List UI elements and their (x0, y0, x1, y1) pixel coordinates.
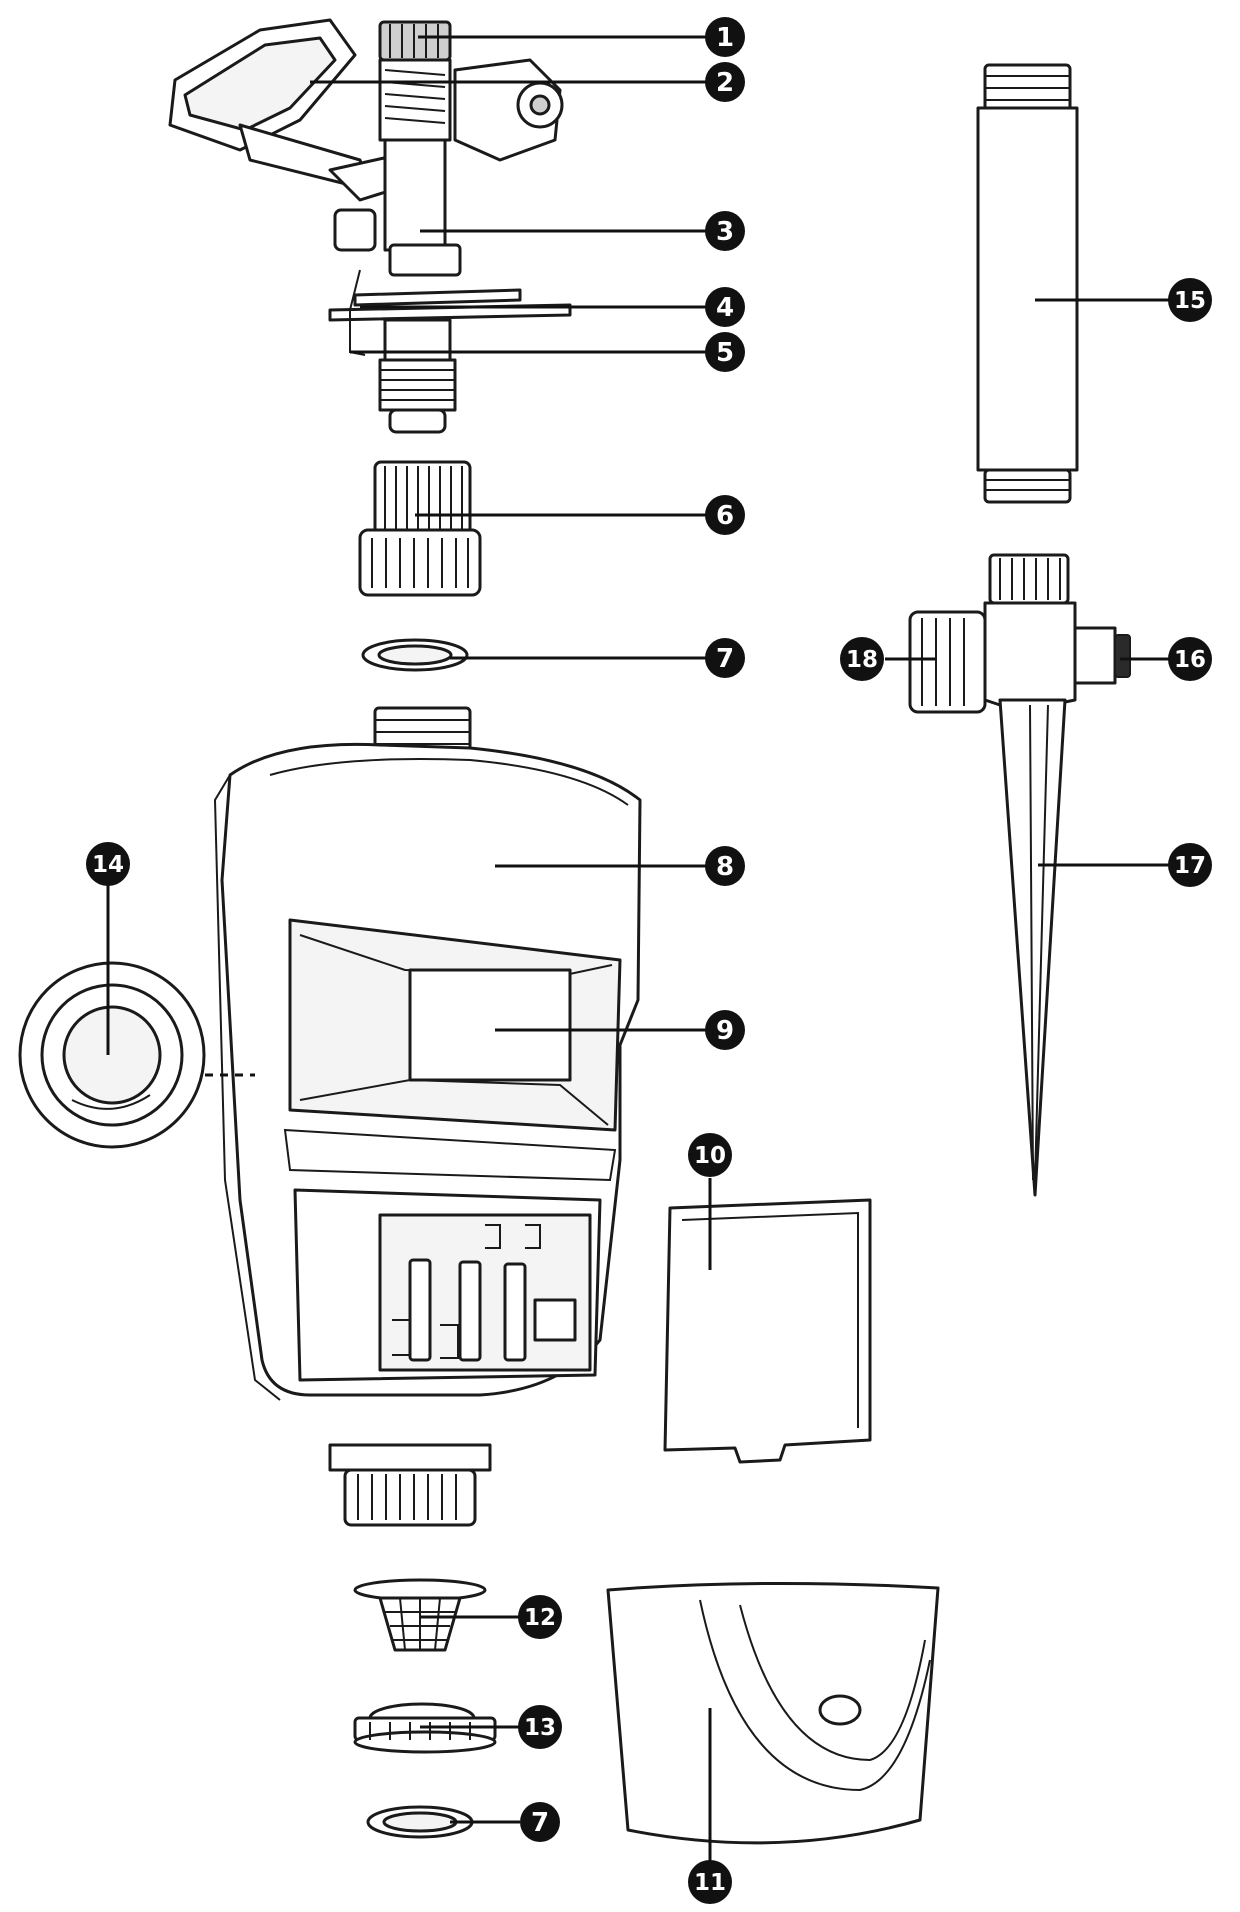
svg-text:14: 14 (92, 852, 124, 878)
callout-15: 15 (1168, 278, 1212, 322)
svg-text:13: 13 (524, 1715, 556, 1741)
callout-7-bottom: 7 (520, 1802, 560, 1842)
svg-text:5: 5 (716, 338, 734, 368)
callout-10: 10 (688, 1133, 732, 1177)
svg-text:9: 9 (716, 1016, 734, 1046)
reducer-nut (353, 1702, 497, 1754)
callout-17: 17 (1168, 843, 1212, 887)
callout-18: 18 (840, 637, 884, 681)
front-cover (606, 1581, 940, 1845)
callout-14: 14 (86, 842, 130, 886)
svg-text:12: 12 (524, 1605, 556, 1631)
washer-top (361, 638, 469, 672)
callout-3: 3 (705, 211, 745, 251)
callout-5: 5 (705, 332, 745, 372)
svg-text:8: 8 (716, 852, 734, 882)
callout-12: 12 (518, 1595, 562, 1639)
coupling-nut (358, 460, 482, 597)
mesh-filter (353, 1578, 487, 1652)
callout-16: 16 (1168, 637, 1212, 681)
svg-text:10: 10 (694, 1143, 726, 1169)
svg-text:4: 4 (716, 293, 734, 323)
svg-text:1: 1 (716, 23, 734, 53)
callout-1: 1 (705, 17, 745, 57)
impact-sprinkler-head (168, 18, 572, 434)
callout-8: 8 (705, 846, 745, 886)
callout-9: 9 (705, 1010, 745, 1050)
svg-text:7: 7 (531, 1808, 549, 1838)
svg-text:2: 2 (716, 68, 734, 98)
callout-4: 4 (705, 287, 745, 327)
callout-11: 11 (688, 1860, 732, 1904)
svg-text:15: 15 (1174, 288, 1206, 314)
inlet-detail-circle (18, 961, 255, 1149)
leader-lines (106, 35, 1172, 1862)
callout-13: 13 (518, 1705, 562, 1749)
svg-text:3: 3 (716, 217, 734, 247)
svg-text:17: 17 (1174, 853, 1206, 879)
callout-2: 2 (705, 62, 745, 102)
svg-text:18: 18 (846, 647, 878, 673)
svg-text:6: 6 (716, 501, 734, 531)
callout-7-top: 7 (705, 638, 745, 678)
svg-text:7: 7 (716, 644, 734, 674)
svg-text:16: 16 (1174, 647, 1206, 673)
timer-body (213, 706, 642, 1527)
callout-6: 6 (705, 495, 745, 535)
battery-cover (663, 1198, 872, 1464)
svg-text:11: 11 (694, 1870, 726, 1896)
ground-spike-assembly (908, 553, 1131, 1197)
extension-tube (976, 63, 1079, 504)
